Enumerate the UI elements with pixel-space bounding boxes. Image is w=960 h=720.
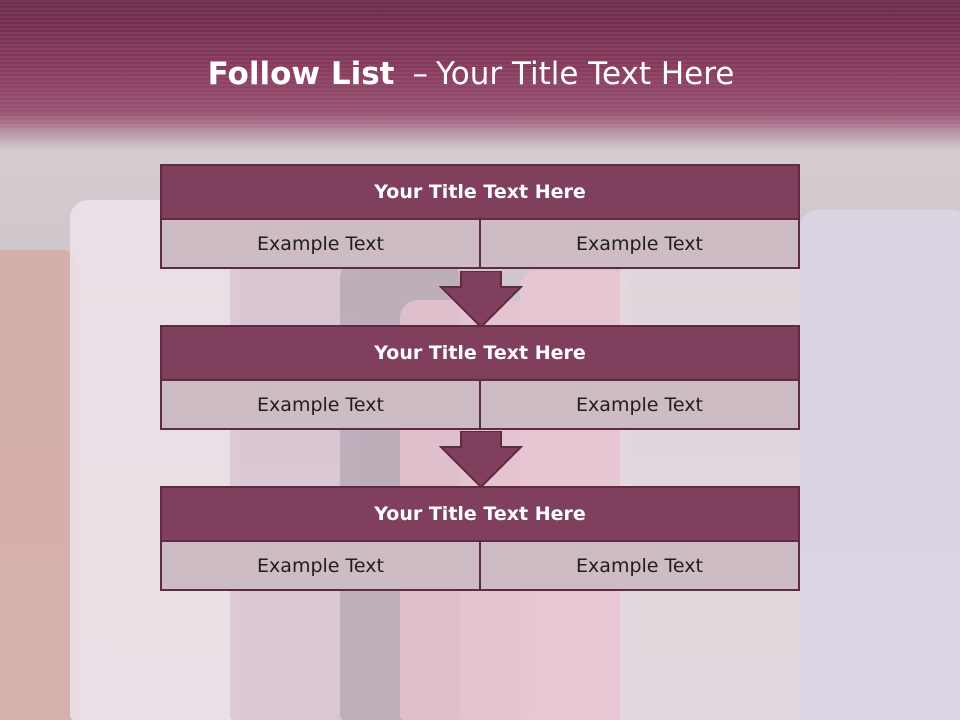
block-cell-right: Example Text — [481, 381, 800, 430]
block-row: Example Text Example Text — [160, 381, 800, 430]
title-subtitle: Your Title Text Here — [435, 56, 735, 92]
block-cell-left: Example Text — [160, 381, 481, 430]
block-title: Your Title Text Here — [160, 486, 800, 542]
block-cell-right: Example Text — [481, 542, 800, 591]
list-block-3: Your Title Text Here Example Text Exampl… — [160, 486, 800, 591]
block-row: Example Text Example Text — [160, 542, 800, 591]
title-separator: – — [412, 56, 428, 92]
block-title: Your Title Text Here — [160, 325, 800, 381]
down-arrow-icon — [439, 271, 523, 329]
down-arrow-icon — [439, 431, 523, 489]
title-bold: Follow List — [207, 56, 395, 92]
block-row: Example Text Example Text — [160, 220, 800, 269]
list-block-2: Your Title Text Here Example Text Exampl… — [160, 325, 800, 430]
block-title: Your Title Text Here — [160, 164, 800, 220]
header-texture — [0, 0, 960, 130]
list-block-1: Your Title Text Here Example Text Exampl… — [160, 164, 800, 269]
slide-title: Follow List–Your Title Text Here — [0, 56, 942, 92]
header-band — [0, 0, 960, 150]
block-cell-left: Example Text — [160, 542, 481, 591]
block-cell-right: Example Text — [481, 220, 800, 269]
block-cell-left: Example Text — [160, 220, 481, 269]
